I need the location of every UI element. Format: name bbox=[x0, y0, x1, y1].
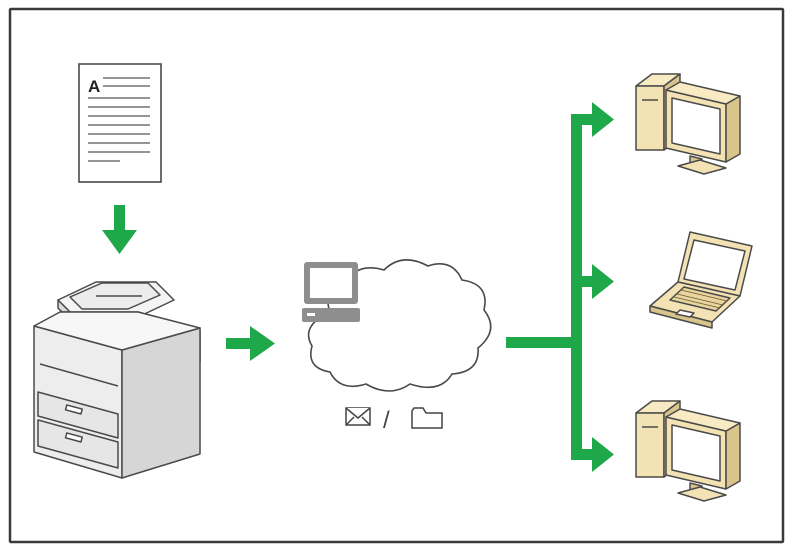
envelope-icon bbox=[345, 407, 371, 426]
distribution-connector bbox=[506, 102, 614, 472]
down-arrow-icon bbox=[102, 205, 137, 254]
server-icon bbox=[302, 262, 360, 322]
separator-slash: / bbox=[383, 407, 390, 434]
desktop-computer-icon bbox=[635, 73, 741, 175]
desktop-computer-icon-2 bbox=[635, 400, 741, 502]
multifunction-printer-icon bbox=[33, 281, 201, 479]
right-arrow-icon bbox=[226, 326, 275, 361]
folder-icon bbox=[411, 407, 443, 429]
document-icon: A bbox=[78, 63, 162, 183]
document-letter: A bbox=[88, 77, 100, 96]
laptop-icon bbox=[649, 231, 753, 329]
